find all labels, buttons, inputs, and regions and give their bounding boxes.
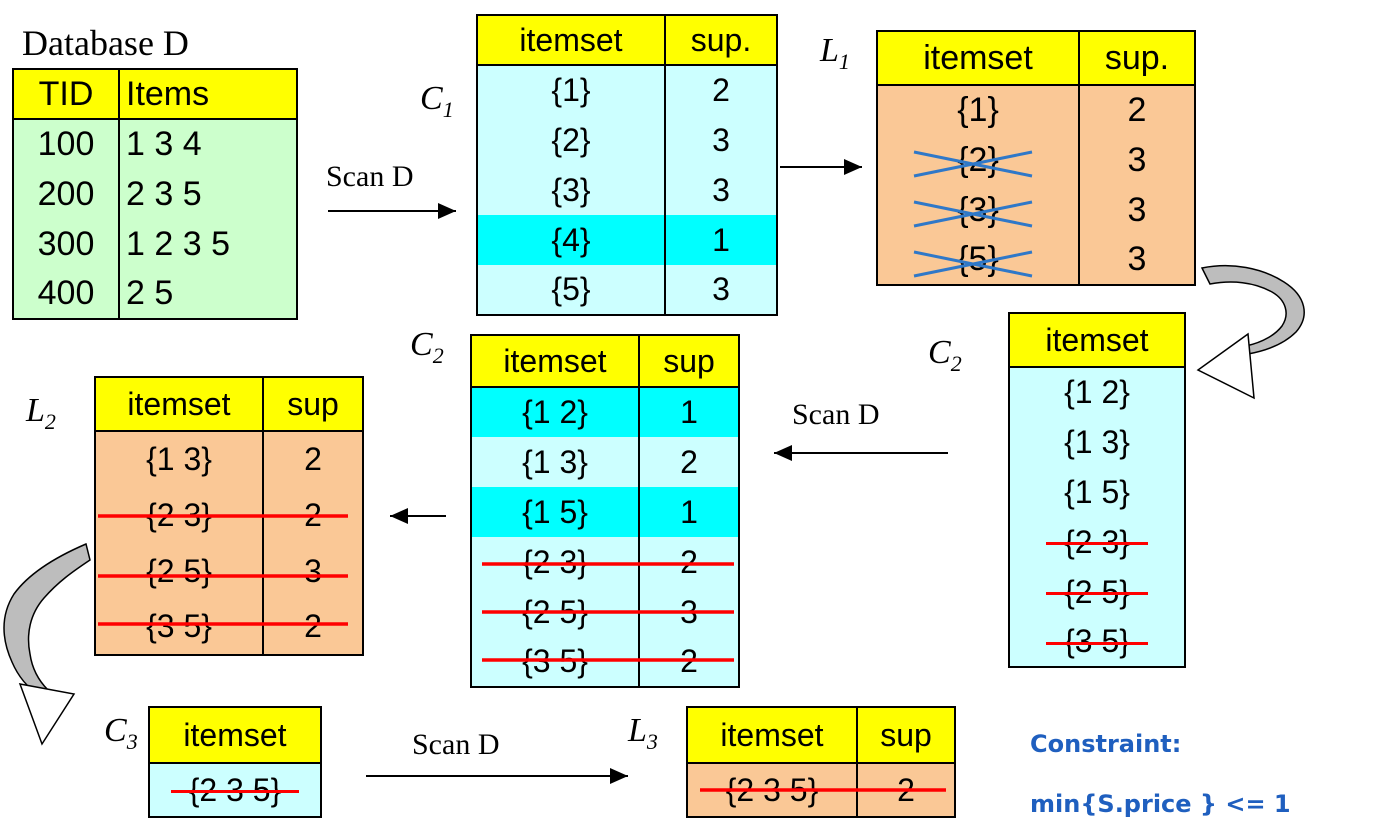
pruned-itemset: {2 3 5} xyxy=(188,771,282,808)
items-cell: 1 2 3 5 xyxy=(118,219,297,269)
support-cell: 3 xyxy=(1078,135,1195,185)
itemset-cell: {1 3} xyxy=(95,431,263,487)
itemset-cell: {3 5} xyxy=(1009,617,1185,667)
itemset-cell: {1 3} xyxy=(1009,417,1185,467)
col-header-itemset: itemset xyxy=(687,707,857,764)
support-cell: 3 xyxy=(262,543,363,599)
itemset-cell: {2 5} xyxy=(95,543,263,599)
itemset-cell: {1 5} xyxy=(1009,467,1185,517)
itemset-cell: {2} xyxy=(877,135,1079,185)
support-cell: 2 xyxy=(262,431,363,487)
support-cell: 2 xyxy=(638,537,739,587)
items-cell: 1 3 4 xyxy=(118,119,297,169)
scan-label-1: Scan D xyxy=(326,160,414,193)
itemset-cell: {1} xyxy=(477,65,665,115)
col-header-itemset: itemset xyxy=(149,707,321,764)
tid-cell: 100 xyxy=(13,119,119,169)
itemset-cell: {1} xyxy=(877,85,1079,135)
cross-marks xyxy=(913,150,1033,278)
itemset-cell: {1 3} xyxy=(471,437,639,487)
c2-right-label: C2 xyxy=(928,334,962,376)
itemset-cell: {1 2} xyxy=(471,387,639,437)
c2-right-table: itemset {1 2} {1 3} {1 5} {2 3} {2 5} {3… xyxy=(1008,312,1186,668)
itemset-cell: {3} xyxy=(877,185,1079,235)
itemset-cell: {1 2} xyxy=(1009,367,1185,417)
itemset-cell: {2 5} xyxy=(1009,567,1185,617)
itemset-cell: {2 3} xyxy=(471,537,639,587)
scan-label-3: Scan D xyxy=(412,728,500,761)
pruned-itemset: {2 5} xyxy=(1064,573,1130,610)
col-header-itemset: itemset xyxy=(1009,313,1185,368)
col-header-itemset: itemset xyxy=(477,15,665,66)
constraint-title: Constraint: xyxy=(1030,730,1182,758)
support-cell: 3 xyxy=(664,265,777,315)
support-cell: 3 xyxy=(1078,235,1195,285)
pruned-itemset: {2 3} xyxy=(1064,523,1130,560)
itemset-cell: {2 3} xyxy=(1009,517,1185,567)
support-cell: 3 xyxy=(664,165,777,215)
itemset-cell: {2 3 5} xyxy=(149,763,321,817)
c1-table: itemset sup. {1}2 {2}3 {3}3 {4}1 {5}3 xyxy=(476,14,778,316)
items-cell: 2 5 xyxy=(118,269,297,319)
col-header-support: sup. xyxy=(1078,31,1195,86)
itemset-cell: {3} xyxy=(477,165,665,215)
col-header-items: Items xyxy=(118,69,297,120)
itemset-cell: {5} xyxy=(477,265,665,315)
itemset-cell: {4} xyxy=(477,215,665,265)
col-header-support: sup xyxy=(262,377,363,432)
c2-mid-label: C2 xyxy=(410,326,444,368)
col-header-support: sup xyxy=(856,707,955,764)
support-cell: 2 xyxy=(638,437,739,487)
l1-label: L1 xyxy=(820,32,850,74)
col-header-itemset: itemset xyxy=(95,377,263,432)
support-cell: 1 xyxy=(664,215,777,265)
c2-mid-table: itemset sup {1 2}1 {1 3}2 {1 5}1 {2 3}2 … xyxy=(470,334,740,688)
c3-label: C3 xyxy=(104,712,138,754)
database-label: Database D xyxy=(22,23,189,63)
support-cell: 2 xyxy=(262,599,363,655)
itemset-cell: {2} xyxy=(477,115,665,165)
curved-arrowhead-l1-to-c2 xyxy=(1196,332,1255,400)
support-cell: 2 xyxy=(1078,85,1195,135)
l3-label: L3 xyxy=(628,712,658,754)
col-header-itemset: itemset xyxy=(471,335,639,388)
col-header-itemset: itemset xyxy=(877,31,1079,86)
col-header-support: sup. xyxy=(664,15,777,66)
strike-lines xyxy=(98,514,946,792)
items-cell: 2 3 5 xyxy=(118,169,297,219)
c1-label: C1 xyxy=(420,80,454,122)
col-header-tid: TID xyxy=(13,69,119,120)
l1-table: itemset sup. {1}2 {2}3 {3}3 {5}3 xyxy=(876,30,1196,286)
tid-cell: 200 xyxy=(13,169,119,219)
c3-table: itemset {2 3 5} xyxy=(148,706,322,818)
itemset-cell: {3 5} xyxy=(95,599,263,655)
support-cell: 1 xyxy=(638,387,739,437)
support-cell: 3 xyxy=(1078,185,1195,235)
support-cell: 3 xyxy=(664,115,777,165)
tid-cell: 300 xyxy=(13,219,119,269)
curved-arrowhead-l2-to-c3 xyxy=(18,683,76,746)
support-cell: 1 xyxy=(638,487,739,537)
support-cell: 2 xyxy=(664,65,777,115)
itemset-cell: {1 5} xyxy=(471,487,639,537)
constraint-expression: min{S.price } <= 1 xyxy=(1030,790,1291,818)
tid-cell: 400 xyxy=(13,269,119,319)
l2-label: L2 xyxy=(26,392,56,434)
pruned-itemset: {3 5} xyxy=(1064,623,1130,659)
col-header-support: sup xyxy=(638,335,739,388)
curved-arrow-l1-to-c2 xyxy=(1200,264,1305,355)
support-cell: 2 xyxy=(638,637,739,687)
scan-label-2: Scan D xyxy=(792,398,880,431)
curved-arrow-l2-to-c3 xyxy=(3,542,91,697)
